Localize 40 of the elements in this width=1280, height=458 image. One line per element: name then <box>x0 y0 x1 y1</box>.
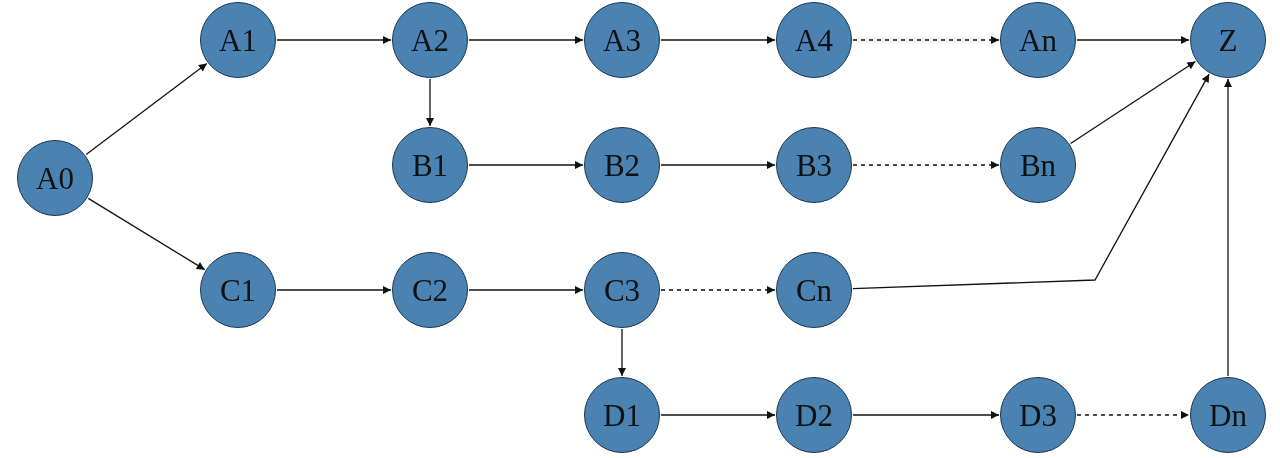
arrow <box>852 36 1000 44</box>
arrow <box>276 286 392 294</box>
arrow <box>468 36 584 44</box>
arrow <box>852 161 1000 169</box>
arrow <box>87 197 206 271</box>
node-label: D3 <box>1019 399 1057 431</box>
node-label: A4 <box>795 24 833 56</box>
node-label: A2 <box>411 24 449 56</box>
node-label: C3 <box>603 274 641 306</box>
node-label: A1 <box>219 24 257 56</box>
node-label: B2 <box>603 149 641 181</box>
arrow <box>660 161 776 169</box>
node-label: Z <box>1218 24 1238 56</box>
arrow <box>1069 60 1197 145</box>
arrow <box>852 73 1210 290</box>
arrow <box>660 411 776 419</box>
arrow <box>1076 36 1190 44</box>
arrow <box>468 286 584 294</box>
node-label: C1 <box>219 274 257 306</box>
node-label: Bn <box>1019 149 1057 181</box>
arrow <box>1076 411 1190 419</box>
arrow <box>426 78 434 127</box>
arrow <box>660 36 776 44</box>
node-label: D1 <box>603 399 641 431</box>
arrow <box>276 36 392 44</box>
arrow <box>1224 78 1232 377</box>
arrow <box>618 328 626 377</box>
arrow <box>85 62 208 156</box>
node-label: A0 <box>36 162 74 194</box>
node-label: A3 <box>603 24 641 56</box>
node-label: B1 <box>411 149 449 181</box>
arrow <box>468 161 584 169</box>
node-label: B3 <box>795 149 833 181</box>
node-label: Dn <box>1209 399 1247 431</box>
arrow <box>660 286 776 294</box>
arrow <box>852 411 1000 419</box>
node-label: An <box>1019 24 1057 56</box>
node-label: Cn <box>795 274 833 306</box>
node-label: C2 <box>411 274 449 306</box>
node-label: D2 <box>795 399 833 431</box>
